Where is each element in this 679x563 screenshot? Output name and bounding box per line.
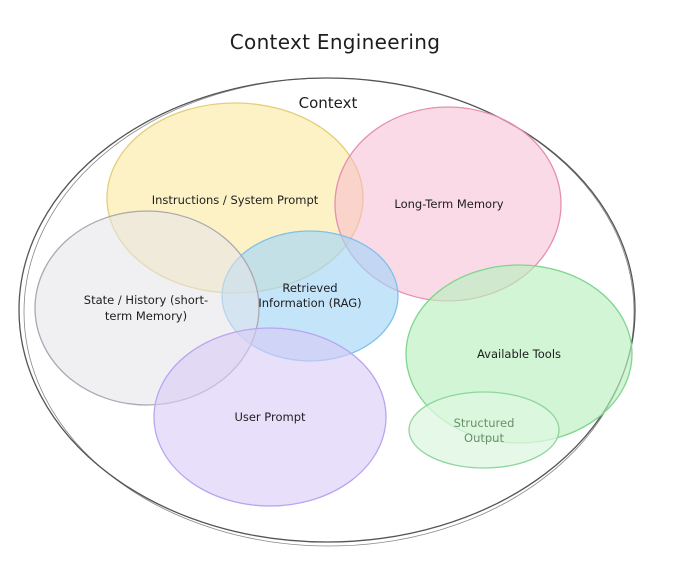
structured-output-circle bbox=[408, 391, 560, 469]
user-prompt-circle bbox=[153, 327, 387, 507]
rag-label-line1: Retrieved bbox=[282, 281, 337, 295]
context-container bbox=[18, 77, 636, 547]
instructions-label: Instructions / System Prompt bbox=[152, 193, 319, 207]
state-history-label-line2: term Memory) bbox=[105, 309, 187, 323]
user-prompt-label: User Prompt bbox=[234, 410, 306, 424]
rag-label-line2: Information (RAG) bbox=[258, 296, 361, 310]
context-label: Context bbox=[299, 94, 358, 112]
state-history-label-line1: State / History (short- bbox=[84, 293, 208, 307]
diagram-title: Context Engineering bbox=[230, 30, 440, 54]
structured-output-label-line1: Structured bbox=[454, 416, 515, 430]
long-term-memory-label: Long-Term Memory bbox=[394, 197, 503, 211]
structured-output-label-line2: Output bbox=[464, 431, 504, 445]
available-tools-label: Available Tools bbox=[477, 347, 561, 361]
